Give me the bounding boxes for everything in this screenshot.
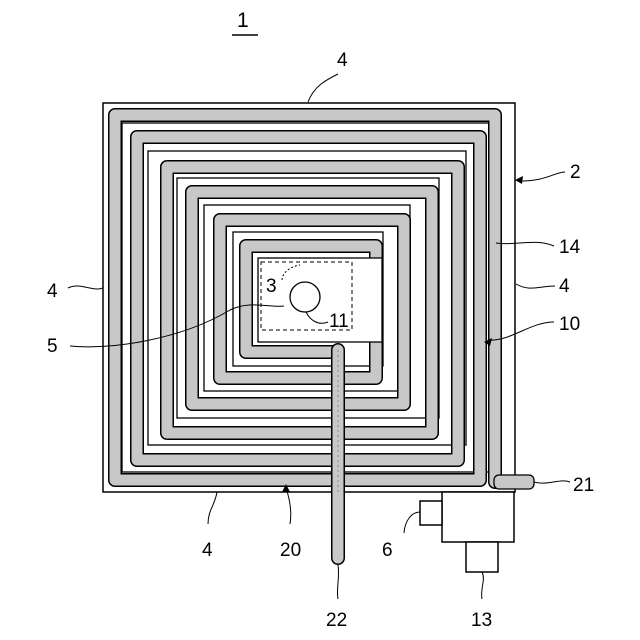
inlet-pipe-fill	[333, 345, 344, 564]
side-block	[420, 501, 442, 525]
label-lower-block: 13	[471, 610, 492, 631]
leader-right-side	[516, 284, 555, 288]
label-center-line: 5	[47, 336, 58, 357]
label-inlet: 22	[326, 610, 347, 631]
label-top-side: 4	[337, 50, 348, 71]
label-center-region: 3	[266, 276, 277, 297]
label-outlet: 21	[573, 475, 594, 496]
leader-outer-frame	[517, 172, 565, 181]
leader-inlet	[337, 565, 338, 599]
label-outer-frame: 2	[570, 162, 581, 183]
label-pipe: 14	[559, 237, 581, 258]
outlet-pipe	[494, 475, 534, 489]
lower-housing	[442, 492, 514, 542]
leader-side-block	[404, 512, 420, 533]
leader-lower-block	[482, 572, 484, 599]
label-side-block: 6	[382, 540, 393, 561]
label-inner-region: 10	[559, 314, 580, 335]
label-center-hole: 11	[329, 311, 349, 332]
leader-pipe	[496, 242, 554, 246]
label-left-side: 4	[47, 281, 58, 302]
inlet-pipe	[331, 343, 345, 565]
label-right-side: 4	[559, 276, 570, 297]
leader-left-side	[68, 286, 103, 289]
leader-bottom-side	[208, 492, 217, 524]
leader-outlet	[534, 481, 570, 483]
figure-number: 1	[237, 9, 249, 32]
label-bottom-side: 4	[202, 540, 213, 561]
outlet-pipe-stub	[494, 475, 534, 489]
label-bottom-region: 20	[280, 540, 301, 561]
arrow-outer-frame	[515, 176, 523, 184]
leader-top-side	[308, 74, 338, 102]
center-hole	[290, 282, 320, 312]
leader-bottom-region	[286, 488, 291, 524]
lower-block	[466, 542, 498, 572]
